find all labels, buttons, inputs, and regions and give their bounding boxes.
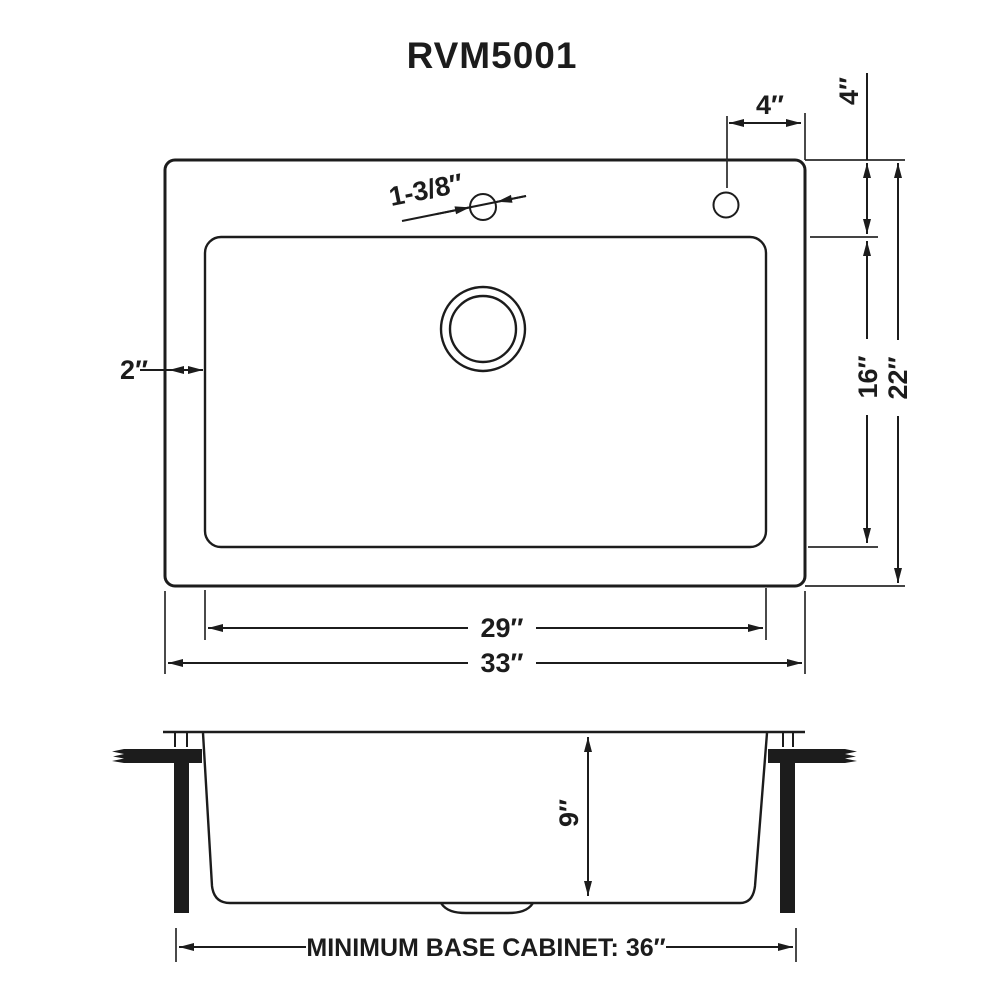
hole-diameter-label: 1-3/8″ <box>387 168 466 212</box>
dim-cabinet-label: MINIMUM BASE CABINET: 36″ <box>306 934 665 962</box>
page-title: RVM5001 <box>407 35 578 76</box>
countertop-section-left <box>112 749 202 763</box>
dim-4-vert-label: 4″ <box>834 77 864 105</box>
drain-outer-ring <box>439 285 527 373</box>
dim-9-label: 9″ <box>554 799 584 827</box>
drain-recess-profile <box>439 902 535 915</box>
countertop-section-right <box>768 749 857 763</box>
bowl-profile <box>201 732 769 905</box>
dim-4-top-label: 4″ <box>756 90 784 120</box>
hole-diameter-arrow-left <box>435 206 471 216</box>
hole-diameter-arrow-right <box>496 194 527 203</box>
cabinet-wall-right <box>780 763 795 913</box>
dim-22-label: 22″ <box>883 356 913 399</box>
dim-33-label: 33″ <box>481 648 524 678</box>
dim-2-label: 2″ <box>120 355 148 385</box>
faucet-hole-right <box>712 191 740 219</box>
dim-16-label: 16″ <box>853 355 883 398</box>
sink-bowl-outline <box>203 235 768 549</box>
sink-outer-rim <box>163 158 807 588</box>
dim-29-label: 29″ <box>481 613 524 643</box>
cabinet-wall-left <box>174 763 189 913</box>
drain-inner-ring <box>448 294 518 364</box>
